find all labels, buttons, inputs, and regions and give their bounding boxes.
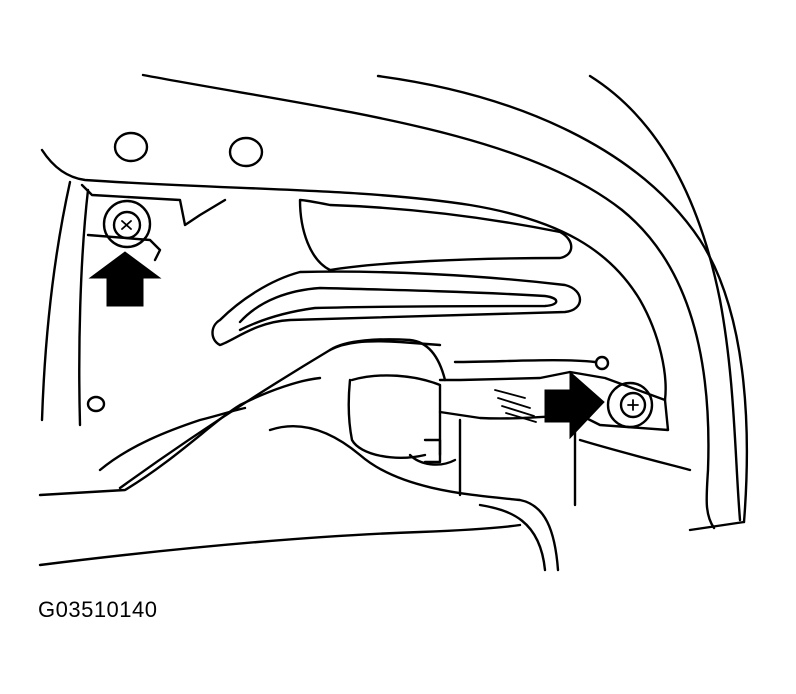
left-bolt-washer <box>102 199 152 249</box>
arrow-right-icon <box>544 370 605 440</box>
right-bolt-plus <box>627 399 639 411</box>
arch-bottom-edge <box>688 520 746 532</box>
hole-top-left <box>113 131 149 163</box>
left-panel-inner <box>78 188 90 427</box>
left-panel <box>40 180 227 427</box>
central-rib <box>211 198 582 347</box>
figure-code: G03510140 <box>38 597 158 622</box>
left-bracket-lower <box>86 233 162 262</box>
right-bracket-edge <box>453 359 597 364</box>
diagonal-lower <box>38 376 322 497</box>
left-panel-outer <box>40 180 72 422</box>
left-bracket <box>80 183 227 227</box>
housing-collar <box>423 438 442 464</box>
bottom-inner-curve-2 <box>478 503 547 572</box>
left-lower-panel <box>98 406 247 472</box>
upper-inner-cutout <box>298 198 573 272</box>
slot-3 <box>501 405 535 417</box>
housing-left <box>347 378 427 459</box>
right-bracket-lower <box>458 418 577 507</box>
contour-middle-arch <box>141 73 716 530</box>
bottom-sweep <box>38 523 522 567</box>
slot-2 <box>497 397 531 409</box>
housing-front <box>350 374 442 457</box>
hole-top-middle <box>228 136 264 168</box>
housing-top <box>328 338 447 382</box>
hole-left-lower <box>86 395 106 413</box>
lower-frame <box>38 340 560 572</box>
left-bolt <box>102 199 152 249</box>
right-bolt <box>606 381 654 429</box>
hole-right-small <box>594 355 610 371</box>
arrow-up-icon <box>88 251 162 307</box>
rib-outer <box>211 270 582 347</box>
contour-inner-arch <box>588 74 742 522</box>
right-panel-line <box>578 438 692 472</box>
housing-collar-2 <box>408 453 457 466</box>
right-bracket <box>438 355 692 507</box>
upper-panel <box>40 131 667 402</box>
central-housing <box>328 338 457 466</box>
contour-outer-arch <box>376 74 749 524</box>
left-bolt-x <box>121 220 132 230</box>
right-bolt-head <box>619 391 647 419</box>
left-bolt-head <box>112 210 142 240</box>
upper-panel-edge <box>40 148 667 402</box>
rib-inner <box>238 286 558 332</box>
diagonal-upper <box>118 340 442 490</box>
slot-1 <box>494 389 526 399</box>
bottom-inner-curve <box>268 424 560 572</box>
right-bolt-washer <box>606 381 654 429</box>
slot-4 <box>505 412 537 423</box>
outer-body-contours <box>141 73 749 532</box>
